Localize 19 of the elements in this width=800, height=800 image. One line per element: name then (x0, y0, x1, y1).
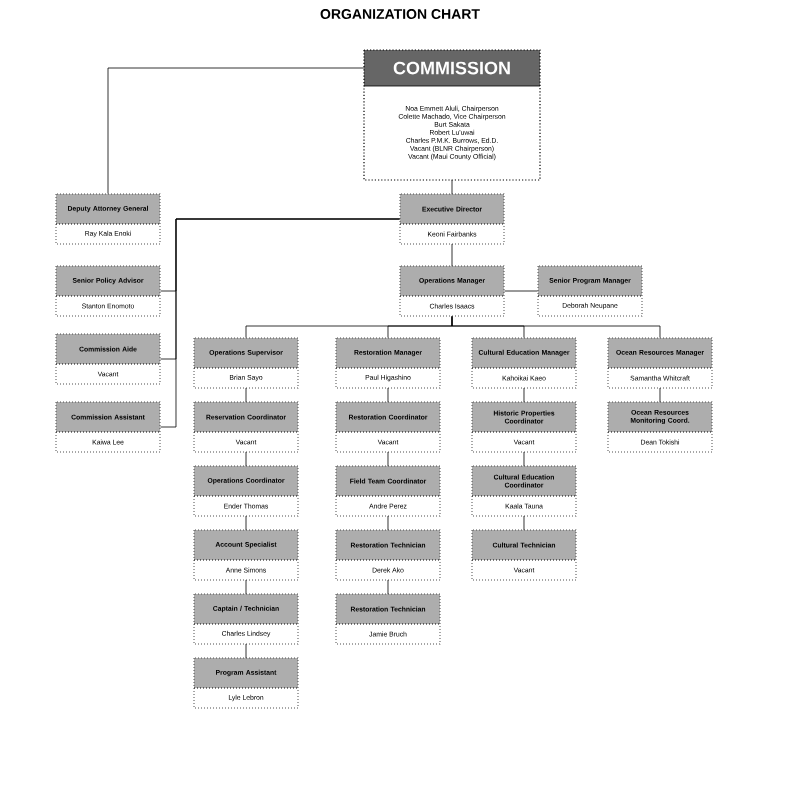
connector-line (387, 515, 389, 531)
connector-line (245, 515, 247, 531)
connector-line (160, 218, 400, 428)
connector-line (245, 451, 247, 467)
connector-line (523, 451, 525, 467)
connector-line (245, 387, 247, 403)
connector-line (504, 290, 538, 292)
connector-line (523, 387, 525, 403)
connector-line (451, 316, 661, 338)
connector-line (387, 451, 389, 467)
connector-line (387, 387, 389, 403)
connector-line (245, 643, 247, 659)
connector-line (387, 579, 389, 595)
connector-line (451, 179, 453, 195)
connector-line (523, 515, 525, 531)
connector-line (451, 243, 453, 267)
connector-line (107, 67, 365, 194)
connector-line (659, 387, 661, 403)
connector-line (245, 579, 247, 595)
